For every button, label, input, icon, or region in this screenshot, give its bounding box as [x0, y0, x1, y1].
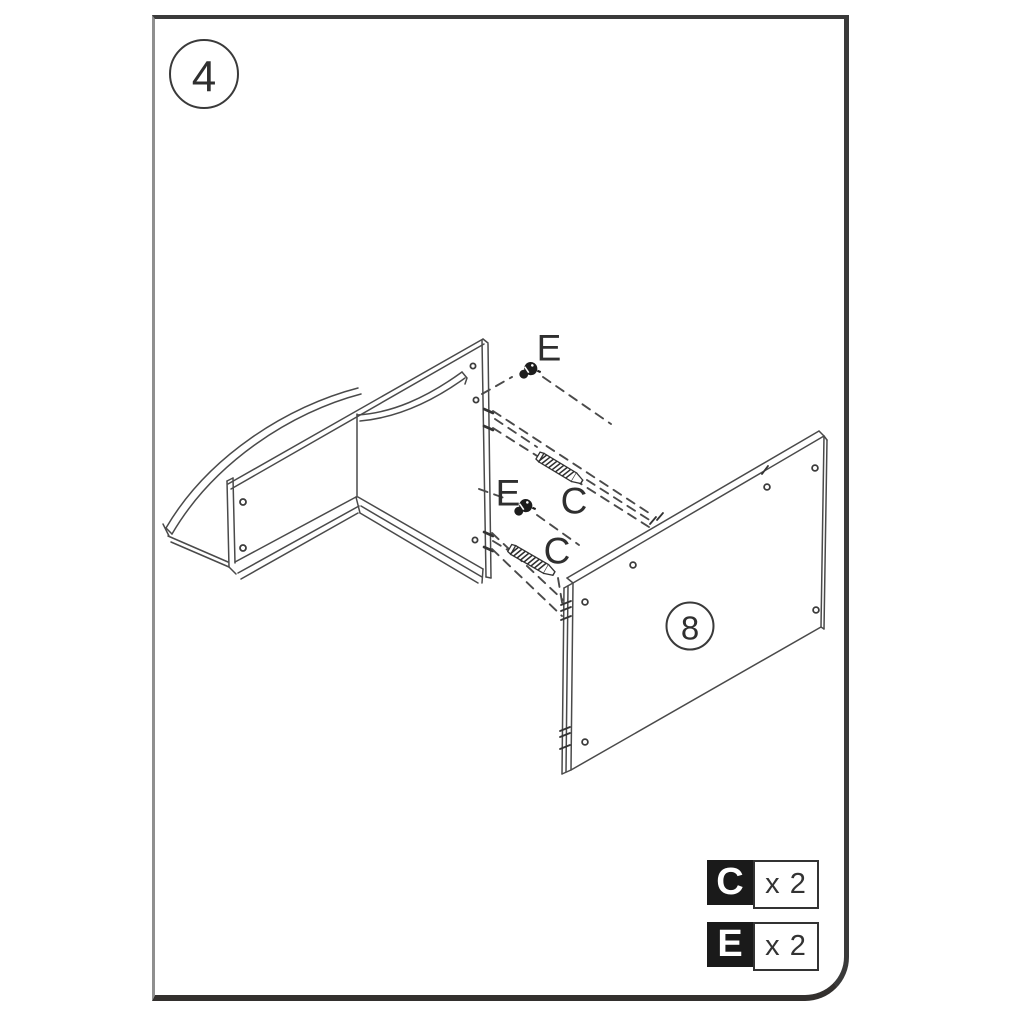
legend-row-screw-c: C x 2 [707, 860, 819, 909]
step-number-badge: 4 [169, 39, 239, 109]
step-number: 4 [192, 53, 216, 102]
part-number-badge: 8 [665, 601, 715, 651]
corner-unit-drawing [162, 338, 492, 584]
legend-code-e: E [707, 922, 753, 967]
part-number: 8 [681, 610, 699, 647]
legend-count-c: x 2 [753, 860, 819, 909]
screw-c-bottom [506, 543, 556, 576]
cam-e-mid [514, 499, 537, 516]
legend-row-cam-e: E x 2 [707, 922, 819, 971]
legend-count-e: x 2 [753, 922, 819, 971]
label-screw-c-lower: C [544, 531, 571, 572]
page-border-frame [152, 15, 849, 1001]
label-cam-e-mid: E [496, 473, 521, 514]
corner-unit-holes [239, 362, 480, 552]
screw-c-top [535, 451, 584, 485]
side-panel-8-edge-slots [559, 465, 769, 750]
corner-unit-edge-pins [482, 407, 495, 553]
label-cam-e-top: E [537, 328, 562, 369]
cam-e-top [519, 362, 542, 379]
side-panel-8-holes [581, 464, 820, 746]
label-screw-c-upper: C [561, 481, 588, 522]
legend-code-c: C [707, 860, 753, 905]
